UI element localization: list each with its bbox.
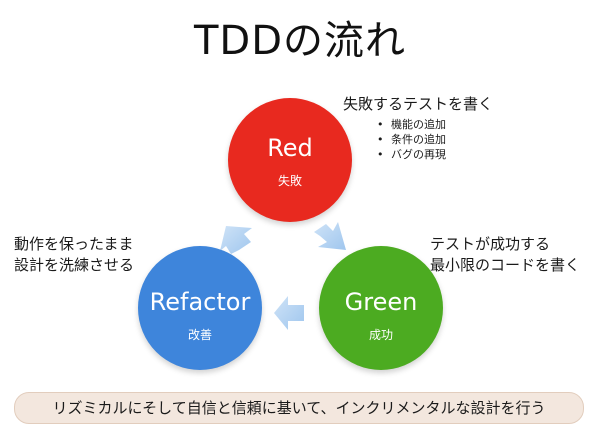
node-refactor-sub: 改善	[187, 328, 212, 342]
node-green-label: Green	[344, 288, 418, 316]
node-red: Red 失敗	[228, 98, 352, 222]
note-green-line: 最小限のコードを書く	[430, 256, 581, 274]
note-red-heading: 失敗するテストを書く	[343, 95, 494, 113]
note-red-item: バグの再現	[377, 147, 493, 162]
note-red-item: 条件の追加	[377, 132, 493, 147]
page-title: TDDの流れ	[193, 18, 407, 64]
node-green: Green 成功	[319, 246, 443, 370]
note-refactor-line: 動作を保ったまま	[14, 235, 134, 253]
node-refactor-label: Refactor	[149, 288, 251, 316]
arrow-refactor-to-red	[220, 226, 252, 254]
note-red-item: 機能の追加	[377, 117, 493, 132]
node-green-sub: 成功	[368, 328, 393, 342]
node-refactor: Refactor 改善	[138, 246, 262, 370]
note-refactor: 動作を保ったまま 設計を洗練させる	[14, 234, 134, 276]
note-refactor-line: 設計を洗練させる	[14, 256, 135, 274]
arrow-green-to-refactor	[274, 296, 304, 330]
note-green-line: テストが成功する	[430, 235, 551, 253]
summary-banner: リズミカルにそして自信と信頼に基いて、インクリメンタルな設計を行う	[14, 392, 584, 424]
node-red-sub: 失敗	[277, 174, 302, 188]
note-red: 失敗するテストを書く 機能の追加 条件の追加 バグの再現	[343, 94, 493, 162]
arrow-red-to-green	[314, 222, 346, 250]
note-red-list: 機能の追加 条件の追加 バグの再現	[343, 117, 493, 162]
node-red-label: Red	[267, 134, 313, 162]
note-green: テストが成功する 最小限のコードを書く	[430, 234, 580, 276]
